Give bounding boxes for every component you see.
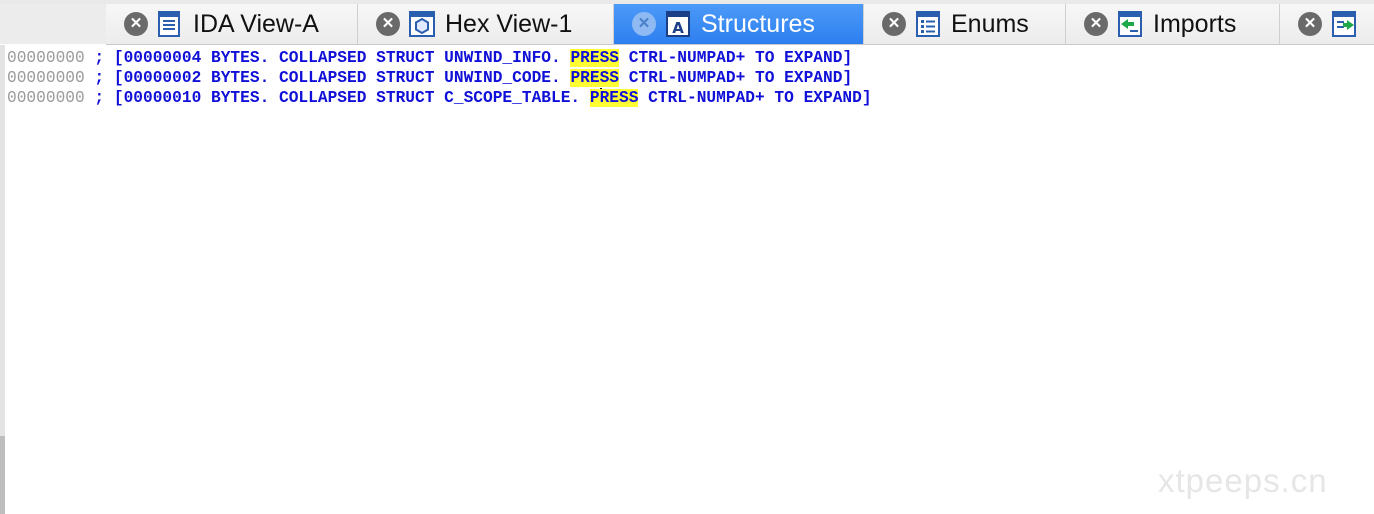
structures-listing[interactable]: 00000000 ; [00000004 BYTES. COLLAPSED ST… [0, 45, 1374, 514]
close-icon[interactable]: ✕ [124, 12, 148, 36]
tab-label: Imports [1153, 9, 1237, 38]
close-icon[interactable]: ✕ [882, 12, 906, 36]
exports-icon [1332, 11, 1356, 37]
enums-icon [916, 11, 940, 37]
struct-comment: ; [00000010 BYTES. COLLAPSED STRUCT C_SC… [84, 89, 590, 107]
struct-line[interactable]: 00000000 ; [00000010 BYTES. COLLAPSED ST… [7, 88, 872, 108]
structures-icon: A [666, 11, 690, 37]
tab-label: Enums [951, 9, 1029, 38]
tab-bar-gutter [0, 4, 106, 44]
tab-label: IDA View-A [193, 9, 319, 38]
line-address: 00000000 [7, 49, 85, 67]
tab-structures[interactable]: ✕ A Structures [614, 4, 864, 44]
svg-text:A: A [672, 19, 684, 37]
line-address: 00000000 [7, 69, 85, 87]
struct-comment: ; [00000004 BYTES. COLLAPSED STRUCT UNWI… [84, 49, 571, 67]
close-icon[interactable]: ✕ [1298, 12, 1322, 36]
tab-bar: ✕ IDA View-A ✕ Hex View-1 ✕ A Structures [106, 4, 1374, 45]
tab-label: Structures [701, 9, 815, 38]
struct-comment-tail: CTRL-NUMPAD+ TO EXPAND] [619, 69, 853, 87]
close-icon[interactable]: ✕ [376, 12, 400, 36]
highlighted-word: PRESS [570, 49, 620, 67]
highlighted-word: PRESS [570, 69, 620, 87]
highlighted-word-rest: RESS [599, 89, 639, 107]
tab-label: Hex View-1 [445, 9, 573, 38]
left-scrollbar[interactable] [0, 436, 5, 514]
struct-comment-tail: CTRL-NUMPAD+ TO EXPAND] [619, 49, 853, 67]
hex-view-icon [409, 11, 435, 37]
tab-hex-view-1[interactable]: ✕ Hex View-1 [358, 4, 614, 44]
watermark: xtpeeps.cn [1158, 462, 1328, 499]
close-icon[interactable]: ✕ [1084, 12, 1108, 36]
tab-imports[interactable]: ✕ Imports [1066, 4, 1280, 44]
tab-ida-view-a[interactable]: ✕ IDA View-A [106, 4, 358, 44]
struct-comment-tail: CTRL-NUMPAD+ TO EXPAND] [638, 89, 872, 107]
close-icon[interactable]: ✕ [632, 12, 656, 36]
line-address: 00000000 [7, 89, 85, 107]
struct-comment: ; [00000002 BYTES. COLLAPSED STRUCT UNWI… [84, 69, 571, 87]
ida-view-icon [158, 11, 180, 37]
tab-exports[interactable]: ✕ [1280, 4, 1374, 44]
highlighted-word-start: P [589, 89, 600, 107]
struct-line[interactable]: 00000000 ; [00000002 BYTES. COLLAPSED ST… [7, 68, 852, 88]
tab-enums[interactable]: ✕ Enums [864, 4, 1066, 44]
imports-icon [1118, 11, 1142, 37]
struct-line[interactable]: 00000000 ; [00000004 BYTES. COLLAPSED ST… [7, 48, 852, 68]
